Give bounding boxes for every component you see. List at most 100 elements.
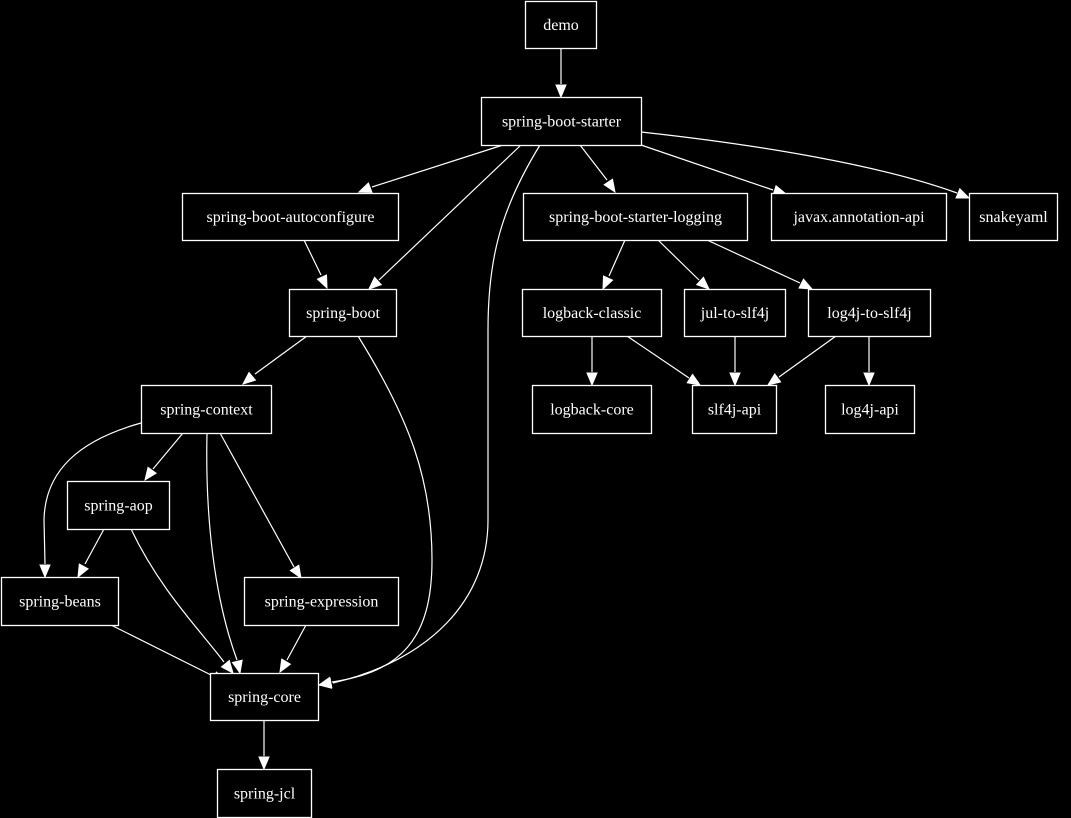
edge-line (130, 528, 225, 663)
edge-arrowhead (39, 564, 51, 579)
node-box[interactable] (770, 192, 948, 242)
node-label: spring-boot (306, 305, 380, 322)
node-label: spring-jcl (234, 786, 296, 803)
edge-line (579, 144, 608, 181)
node-box[interactable] (181, 192, 400, 242)
edge-log4j-to-slf4j-to-log4j-api (863, 336, 875, 387)
node-box[interactable] (968, 192, 1059, 242)
edge-spring-boot-starter-to-spring-boot-autoconfigure (357, 144, 504, 193)
edge-arrowhead (77, 563, 89, 579)
node-log4j-api[interactable]: log4j-api (824, 384, 916, 435)
node-box[interactable] (216, 768, 313, 818)
edge-spring-boot-to-spring-core (317, 335, 433, 688)
edge-line (608, 239, 626, 277)
node-label: spring-boot-starter-logging (549, 209, 722, 226)
node-label: spring-expression (265, 594, 379, 611)
node-box[interactable] (524, 0, 598, 50)
edge-line (254, 335, 308, 375)
node-box[interactable] (140, 384, 273, 435)
edge-arrowhead (144, 466, 158, 482)
node-label: spring-aop (84, 498, 152, 515)
node-logback-classic[interactable]: logback-classic (521, 288, 663, 338)
node-box[interactable] (209, 672, 320, 722)
node-box[interactable] (0, 576, 120, 627)
edge-arrowhead (231, 659, 243, 675)
edge-arrowhead (586, 372, 598, 387)
node-spring-beans[interactable]: spring-beans (0, 576, 120, 627)
node-box[interactable] (480, 96, 643, 147)
edge-line (84, 528, 105, 565)
node-box[interactable] (243, 576, 400, 627)
node-label: spring-core (228, 689, 301, 706)
node-spring-boot[interactable]: spring-boot (288, 288, 398, 338)
edge-spring-boot-to-spring-context (242, 335, 308, 385)
edge-log4j-to-slf4j-to-slf4j-api (766, 335, 837, 386)
edge-spring-boot-starter-logging-to-logback-classic (602, 239, 626, 291)
edge-line (206, 432, 238, 661)
node-spring-core[interactable]: spring-core (209, 672, 320, 722)
edge-arrowhead (357, 182, 373, 193)
node-demo[interactable]: demo (524, 0, 598, 50)
node-spring-expression[interactable]: spring-expression (243, 576, 400, 627)
node-box[interactable] (691, 384, 778, 435)
edge-line (371, 144, 504, 188)
node-box[interactable] (683, 288, 787, 338)
edge-spring-context-to-spring-core (206, 432, 243, 675)
edge-arrowhead (729, 372, 741, 387)
edge-arrowhead (279, 658, 292, 674)
edge-arrowhead (686, 373, 702, 386)
node-box[interactable] (824, 384, 916, 435)
edge-line (110, 624, 214, 677)
node-label: spring-boot-autoconfigure (207, 209, 375, 226)
node-spring-boot-autoconfigure[interactable]: spring-boot-autoconfigure (181, 192, 400, 242)
node-spring-boot-starter[interactable]: spring-boot-starter (480, 96, 643, 147)
edge-spring-context-to-spring-beans (39, 422, 142, 579)
edge-arrowhead (317, 676, 333, 688)
node-slf4j-api[interactable]: slf4j-api (691, 384, 778, 435)
node-label: logback-classic (543, 305, 642, 322)
node-spring-aop[interactable]: spring-aop (66, 480, 171, 531)
node-label: spring-beans (19, 594, 101, 611)
node-log4j-to-slf4j[interactable]: log4j-to-slf4j (807, 288, 932, 338)
node-spring-context[interactable]: spring-context (140, 384, 273, 435)
edge-spring-aop-to-spring-core (130, 528, 234, 675)
edge-line (640, 144, 774, 191)
edge-logback-classic-to-logback-core (586, 336, 598, 387)
node-javax-annotation-api[interactable]: javax.annotation-api (770, 192, 948, 242)
edge-line (378, 144, 522, 281)
node-spring-jcl[interactable]: spring-jcl (216, 768, 313, 818)
node-box[interactable] (66, 480, 171, 531)
node-jul-to-slf4j[interactable]: jul-to-slf4j (683, 288, 787, 338)
edge-spring-context-to-spring-aop (144, 432, 184, 482)
node-box[interactable] (531, 384, 653, 435)
node-box[interactable] (522, 192, 749, 242)
edges-layer (39, 48, 971, 771)
node-label: spring-boot-starter (502, 114, 622, 131)
edge-line (331, 335, 433, 683)
edge-spring-boot-autoconfigure-to-spring-boot (303, 239, 328, 290)
edge-demo-to-spring-boot-starter (555, 48, 567, 99)
edge-line (640, 131, 958, 194)
node-logback-core[interactable]: logback-core (531, 384, 653, 435)
node-box[interactable] (288, 288, 398, 338)
node-label: jul-to-slf4j (700, 305, 769, 322)
edge-logback-classic-to-slf4j-api (626, 335, 702, 386)
edge-spring-core-to-spring-jcl (258, 720, 270, 771)
edge-line (332, 144, 541, 684)
node-spring-boot-starter-logging[interactable]: spring-boot-starter-logging (522, 192, 749, 242)
edge-line (286, 624, 307, 661)
node-snakeyaml[interactable]: snakeyaml (968, 192, 1059, 242)
edge-arrowhead (695, 276, 710, 290)
node-box[interactable] (521, 288, 663, 338)
edge-line (657, 239, 700, 281)
node-label: log4j-api (841, 402, 899, 419)
edge-line (219, 432, 295, 568)
node-label: javax.annotation-api (792, 209, 925, 226)
edge-arrowhead (242, 371, 257, 385)
edge-arrowhead (258, 756, 270, 771)
node-label: slf4j-api (708, 402, 762, 419)
node-label: logback-core (550, 402, 634, 419)
edge-jul-to-slf4j-to-slf4j-api (729, 336, 741, 387)
edge-arrowhead (555, 84, 567, 99)
node-box[interactable] (807, 288, 932, 338)
